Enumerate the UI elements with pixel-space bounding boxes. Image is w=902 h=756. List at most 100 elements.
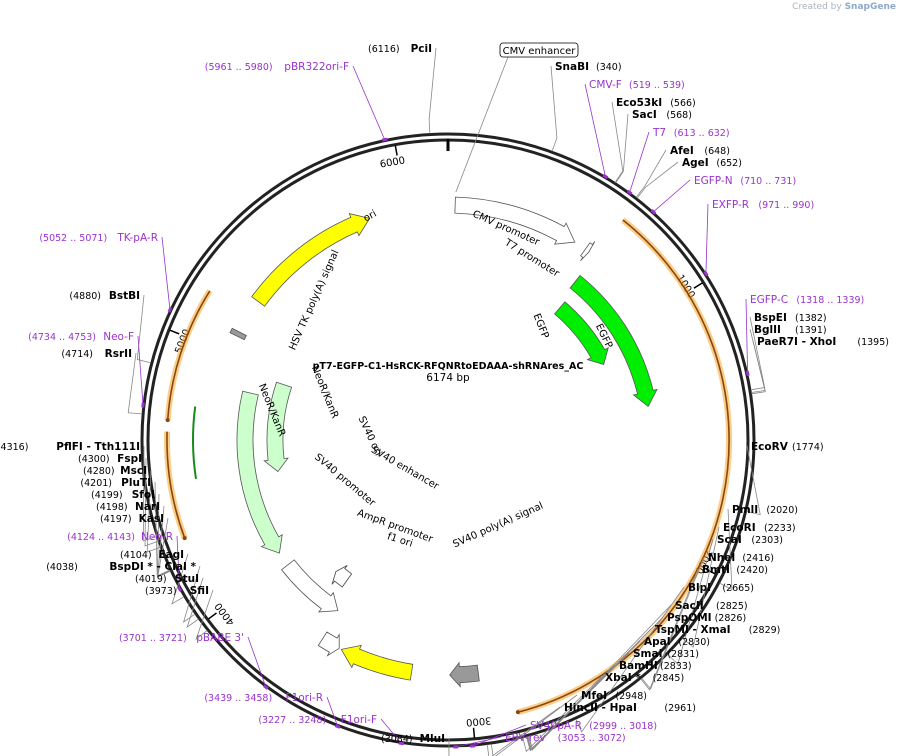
primer-range: (971 .. 990) bbox=[758, 200, 814, 211]
restriction-site[interactable]: ScaI(2303) bbox=[717, 534, 783, 546]
restriction-site[interactable]: PciI(6116) bbox=[368, 43, 432, 55]
restriction-site[interactable]: PluTI(4201) bbox=[80, 477, 151, 489]
site-name: RsrII bbox=[105, 348, 132, 360]
site-name: PciI bbox=[411, 43, 432, 55]
primer-range: (1318 .. 1339) bbox=[796, 295, 864, 306]
features-layer bbox=[141, 137, 750, 749]
feature-egfp-outer[interactable] bbox=[569, 274, 658, 408]
primer[interactable]: Neo-F(4734 .. 4753) bbox=[28, 331, 134, 343]
feature-label: SV40 enhancer bbox=[369, 445, 441, 493]
site-leader-line bbox=[157, 493, 171, 578]
restriction-site[interactable]: XbaI *(2845) bbox=[605, 672, 684, 684]
feature-neor-kanr-outer[interactable] bbox=[236, 390, 283, 554]
feature-ampr-promoter[interactable] bbox=[317, 631, 340, 657]
primer[interactable]: EGFP-N(710 .. 731) bbox=[694, 175, 796, 187]
primer[interactable]: CMV-F(519 .. 539) bbox=[589, 79, 685, 91]
primer[interactable]: Neo-R(4124 .. 4143) bbox=[67, 531, 173, 543]
orf-arcs-layer bbox=[164, 217, 733, 716]
restriction-site[interactable]: BlpI(2665) bbox=[688, 582, 754, 594]
feature-hsv-tk-poly-a-signal[interactable] bbox=[229, 327, 247, 341]
restriction-site[interactable]: SnaBI(340) bbox=[555, 61, 622, 73]
feature-t7-promoter[interactable] bbox=[580, 241, 596, 261]
primer[interactable]: SV40pA-R(2999 .. 3018) bbox=[530, 720, 657, 732]
primer-leader-line bbox=[247, 636, 267, 688]
scale-tick bbox=[208, 612, 217, 620]
primer-range: (4124 .. 4143) bbox=[67, 532, 135, 543]
site-name: SmaI bbox=[633, 648, 663, 660]
feature-neor-kanr-inner[interactable] bbox=[263, 381, 293, 473]
restriction-site[interactable]: BspDI * - ClaI *(4038) bbox=[46, 561, 196, 573]
feature-cmv-promoter[interactable] bbox=[454, 196, 576, 245]
site-name: PspOMI bbox=[667, 612, 712, 624]
feature-ori[interactable] bbox=[251, 213, 371, 307]
scale-tick bbox=[394, 145, 398, 156]
feature-egfp-inner[interactable] bbox=[554, 301, 609, 366]
restriction-site[interactable]: HincII - HpaI(2961) bbox=[564, 702, 696, 714]
restriction-site[interactable]: PflFI - Tth111I(4316) bbox=[0, 441, 140, 453]
site-position: (3973) bbox=[145, 586, 177, 597]
restriction-site[interactable]: Eco53kI(566) bbox=[616, 97, 696, 109]
restriction-site[interactable]: PaeR7I - XhoI(1395) bbox=[757, 336, 889, 348]
restriction-site[interactable]: SfoI(4199) bbox=[91, 489, 155, 501]
site-name: NarI bbox=[135, 501, 160, 513]
restriction-site[interactable]: PspOMI(2826) bbox=[667, 612, 746, 624]
restriction-site[interactable]: AgeI(652) bbox=[682, 157, 742, 169]
restriction-site[interactable]: EcoRV(1774) bbox=[751, 441, 824, 453]
feature-sv40-poly-a-signal[interactable] bbox=[449, 661, 480, 688]
restriction-site[interactable]: PmlI(2020) bbox=[732, 504, 798, 516]
scale-tick-label: 6000 bbox=[379, 155, 406, 170]
restriction-site[interactable]: StuI(4019) bbox=[135, 573, 199, 585]
primer-name: pBR322ori-F bbox=[284, 61, 349, 73]
primer[interactable]: pBABE 3'(3701 .. 3721) bbox=[119, 632, 244, 644]
restriction-site[interactable]: BspEI(1382) bbox=[754, 312, 827, 324]
site-name: BlpI bbox=[688, 582, 711, 594]
restriction-site[interactable]: MluI(3084) bbox=[381, 733, 445, 745]
primer-leader-line bbox=[137, 335, 144, 405]
site-position: (2961) bbox=[664, 703, 696, 714]
primer[interactable]: pBR322ori-F(5961 .. 5980) bbox=[205, 61, 349, 73]
primer-range: (3227 .. 3248) bbox=[258, 715, 326, 726]
site-position: (2416) bbox=[742, 553, 774, 564]
primer[interactable]: EXFP-R(971 .. 990) bbox=[712, 199, 814, 211]
site-position: (3084) bbox=[381, 734, 413, 745]
feature-f1-ori[interactable] bbox=[340, 644, 414, 681]
restriction-site[interactable]: ApaI(2830) bbox=[644, 636, 710, 648]
restriction-site[interactable]: TspMI - XmaI(2829) bbox=[655, 624, 780, 636]
site-position: (2845) bbox=[653, 673, 685, 684]
primer[interactable]: TK-pA-R(5052 .. 5071) bbox=[39, 232, 158, 244]
restriction-site[interactable]: EcoRI(2233) bbox=[723, 522, 796, 534]
restriction-site[interactable]: BglII(1391) bbox=[754, 324, 827, 336]
site-name: EagI bbox=[158, 549, 184, 561]
scale-tick bbox=[169, 329, 180, 335]
site-position: (4019) bbox=[135, 574, 167, 585]
restriction-site[interactable]: NarI(4198) bbox=[96, 501, 160, 513]
primer[interactable]: F1ori-R(3439 .. 3458) bbox=[204, 692, 323, 704]
restriction-site[interactable]: MscI(4280) bbox=[83, 465, 147, 477]
restriction-site[interactable]: FspI(4300) bbox=[78, 453, 142, 465]
restriction-site[interactable]: EagI (4104) bbox=[120, 549, 184, 561]
restriction-site[interactable]: BmtI(2420) bbox=[702, 564, 768, 576]
restriction-site[interactable]: BstBI(4880) bbox=[69, 290, 140, 302]
site-position: (2833) bbox=[660, 661, 692, 672]
cmv-enhancer-box[interactable] bbox=[499, 42, 579, 58]
restriction-site[interactable]: MfeI(2948) bbox=[581, 690, 647, 702]
primer[interactable]: T7(613 .. 632) bbox=[652, 127, 730, 139]
site-leader-line bbox=[127, 352, 143, 415]
restriction-site[interactable]: KasI(4197) bbox=[100, 513, 164, 525]
restriction-site[interactable]: BamHI(2833) bbox=[619, 660, 692, 672]
site-position: (4104) bbox=[120, 550, 152, 561]
feature-sv40-promoter[interactable] bbox=[281, 559, 339, 613]
primer[interactable]: F1ori-F(3227 .. 3248) bbox=[258, 714, 377, 726]
restriction-site[interactable]: NheI(2416) bbox=[708, 552, 774, 564]
primer[interactable]: EBV-rev(3053 .. 3072) bbox=[505, 732, 626, 744]
restriction-site[interactable]: RsrII(4714) bbox=[61, 348, 132, 360]
primer-leader-line bbox=[629, 131, 650, 193]
restriction-site[interactable]: SfiI(3973) bbox=[145, 585, 209, 597]
restriction-site[interactable]: AfeI(648) bbox=[670, 145, 730, 157]
restriction-site[interactable]: SacI(568) bbox=[632, 109, 692, 121]
feature-sv40-enhancer[interactable] bbox=[331, 565, 353, 588]
restriction-site[interactable]: SacII(2825) bbox=[675, 600, 748, 612]
primer[interactable]: EGFP-C(1318 .. 1339) bbox=[750, 294, 864, 306]
restriction-site[interactable]: SmaI(2831) bbox=[633, 648, 699, 660]
